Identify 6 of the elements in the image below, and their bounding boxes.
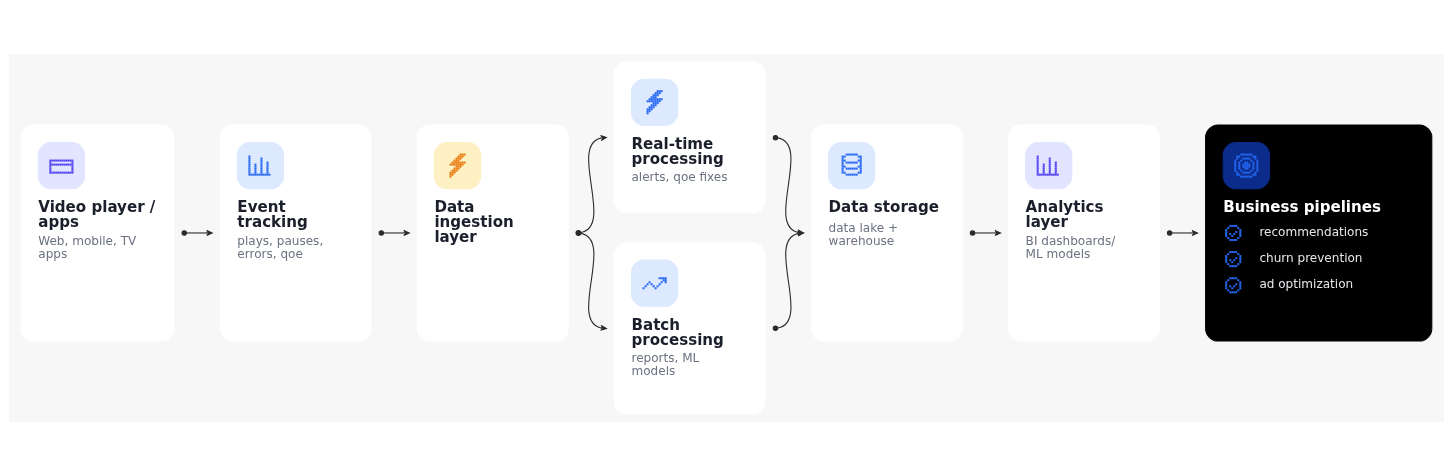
arrow xyxy=(378,229,410,236)
arrow xyxy=(575,230,607,331)
arrow xyxy=(575,135,607,236)
arrow xyxy=(969,229,1001,236)
arrow xyxy=(181,229,213,236)
arrow xyxy=(1166,229,1198,236)
